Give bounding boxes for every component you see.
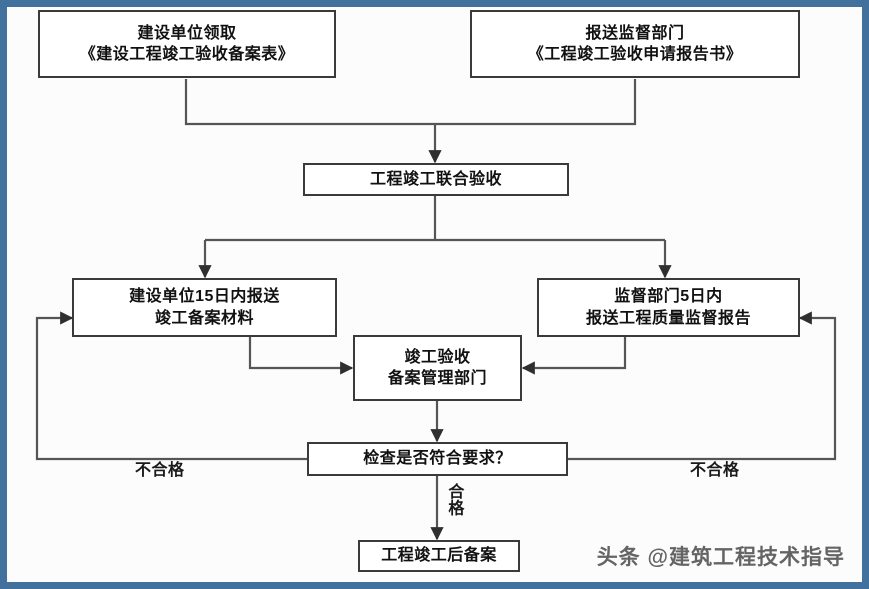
edge-topleft-to-merge — [184, 79, 435, 126]
edge-fail-right-loop — [568, 311, 837, 461]
node-top-right[interactable]: 报送监督部门 《工程竣工验收申请报告书》 — [470, 10, 800, 78]
node-right-mid-label: 监督部门5日内 报送工程质量监督报告 — [585, 288, 751, 327]
node-top-left[interactable]: 建设单位领取 《建设工程竣工验收备案表》 — [38, 10, 336, 78]
watermark: 头条 @建筑工程技术指导 — [597, 541, 845, 571]
node-decision[interactable]: 检查是否符合要求？ — [307, 442, 568, 476]
node-top-right-label: 报送监督部门 《工程竣工验收申请报告书》 — [527, 24, 743, 63]
edge-label-fail-left: 不合格 — [135, 456, 185, 480]
node-left-mid[interactable]: 建设单位15日内报送 竣工备案材料 — [72, 278, 337, 337]
edge-topright-to-merge — [435, 79, 637, 126]
edge-leftmid-to-center — [248, 337, 354, 375]
node-left-mid-label: 建设单位15日内报送 竣工备案材料 — [129, 288, 280, 327]
edge-fail-left-loop — [35, 311, 307, 461]
node-joint-acceptance-label: 工程竣工联合验收 — [369, 170, 502, 188]
edge-label-pass-text: 合格 — [445, 483, 463, 516]
node-joint-acceptance[interactable]: 工程竣工联合验收 — [303, 163, 569, 196]
edge-label-fail-right-text: 不合格 — [690, 462, 740, 479]
watermark-text: 头条 @建筑工程技术指导 — [596, 546, 845, 569]
node-decision-label: 检查是否符合要求？ — [363, 450, 512, 468]
node-right-mid[interactable]: 监督部门5日内 报送工程质量监督报告 — [537, 278, 800, 337]
edge-label-fail-right: 不合格 — [690, 456, 740, 480]
node-top-left-label: 建设单位领取 《建设工程竣工验收备案表》 — [79, 24, 295, 63]
edge-label-pass: 合格 — [444, 483, 462, 516]
node-final[interactable]: 工程竣工后备案 — [358, 540, 520, 572]
node-center-authority-label: 竣工验收 备案管理部门 — [387, 348, 487, 387]
node-final-label: 工程竣工后备案 — [381, 547, 497, 565]
edge-label-fail-left-text: 不合格 — [135, 462, 185, 479]
node-center-authority[interactable]: 竣工验收 备案管理部门 — [353, 335, 522, 401]
edge-rightmid-to-center — [521, 337, 627, 375]
